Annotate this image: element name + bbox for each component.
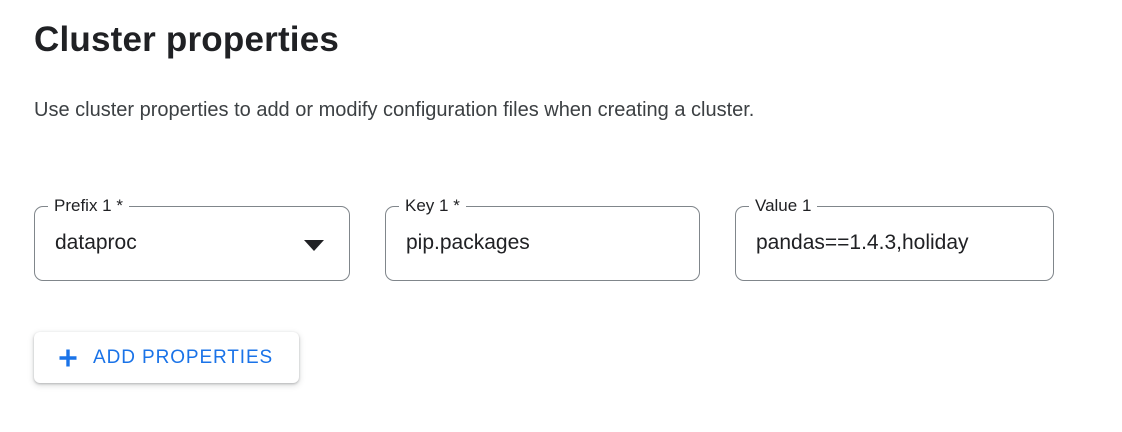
value-field: Value 1 xyxy=(735,196,1054,281)
prefix-label: Prefix 1 * xyxy=(48,196,129,216)
prefix-select[interactable]: Prefix 1 * dataproc xyxy=(34,196,350,281)
key-input[interactable] xyxy=(406,208,691,278)
page-description: Use cluster properties to add or modify … xyxy=(34,99,755,121)
page-title: Cluster properties xyxy=(34,20,340,59)
add-properties-button[interactable]: ADD PROPERTIES xyxy=(34,332,300,383)
plus-icon xyxy=(56,346,80,370)
dropdown-arrow-icon xyxy=(304,240,324,251)
prefix-selected-value: dataproc xyxy=(55,231,137,254)
value-input[interactable] xyxy=(756,208,1045,278)
key-field: Key 1 * xyxy=(385,196,700,281)
add-properties-label: ADD PROPERTIES xyxy=(93,346,274,368)
